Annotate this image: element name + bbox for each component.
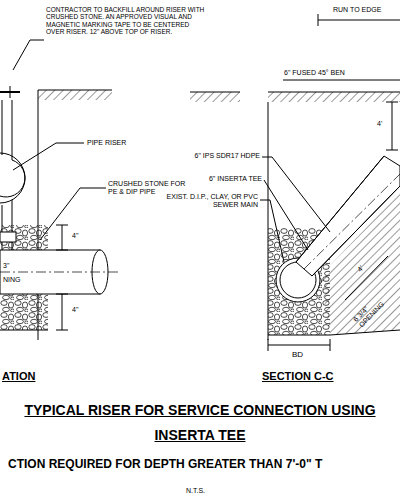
dimension-label: NING	[3, 276, 21, 284]
dimension-label: RUN TO EDGE	[333, 6, 381, 14]
dimension-label: 4'	[377, 120, 382, 128]
fitting-callout: 6" FUSED 45° BEN	[284, 69, 345, 77]
pipe-callout: EXIST. D.I.P., CLAY, OR PVC SEWER MAIN	[160, 193, 258, 209]
dimension-label: BD	[292, 350, 303, 359]
fitting-callout: 6" INSERTA TEE	[196, 175, 262, 183]
note-line: CTION REQUIRED FOR DEPTH GREATER THAN 7'…	[8, 458, 322, 472]
view-title: SECTION C-C	[262, 370, 334, 383]
pipe-callout: 6" IPS SDR17 HDPE	[180, 152, 260, 160]
view-title: ATION	[2, 370, 35, 383]
dimension-label: 4"	[72, 306, 78, 314]
dimension-label: 4"	[72, 232, 78, 240]
drawing-title: TYPICAL RISER FOR SERVICE CONNECTION USI…	[4, 398, 396, 448]
construction-note: CONTRACTOR TO BACKFILL AROUND RISER WITH…	[46, 6, 206, 36]
scale-note: N.T.S.	[186, 487, 205, 495]
pipe-callout: PIPE RISER	[87, 139, 126, 147]
dimension-label: 3"	[3, 262, 9, 270]
